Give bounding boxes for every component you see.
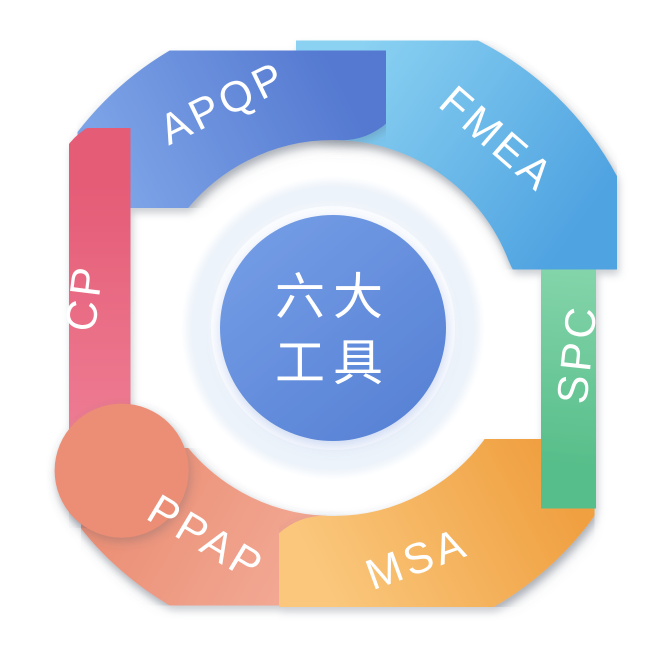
center-title-line1: 六大 (275, 269, 391, 325)
label-cp: CP (57, 261, 113, 334)
center-circle (220, 215, 446, 441)
segment-ppap-endcap (54, 403, 189, 538)
center-title: 六大 工具 (275, 269, 391, 391)
label-spc: SPC (548, 301, 606, 406)
tools-ring (11, 6, 655, 650)
center-title-line2: 工具 (275, 335, 391, 391)
